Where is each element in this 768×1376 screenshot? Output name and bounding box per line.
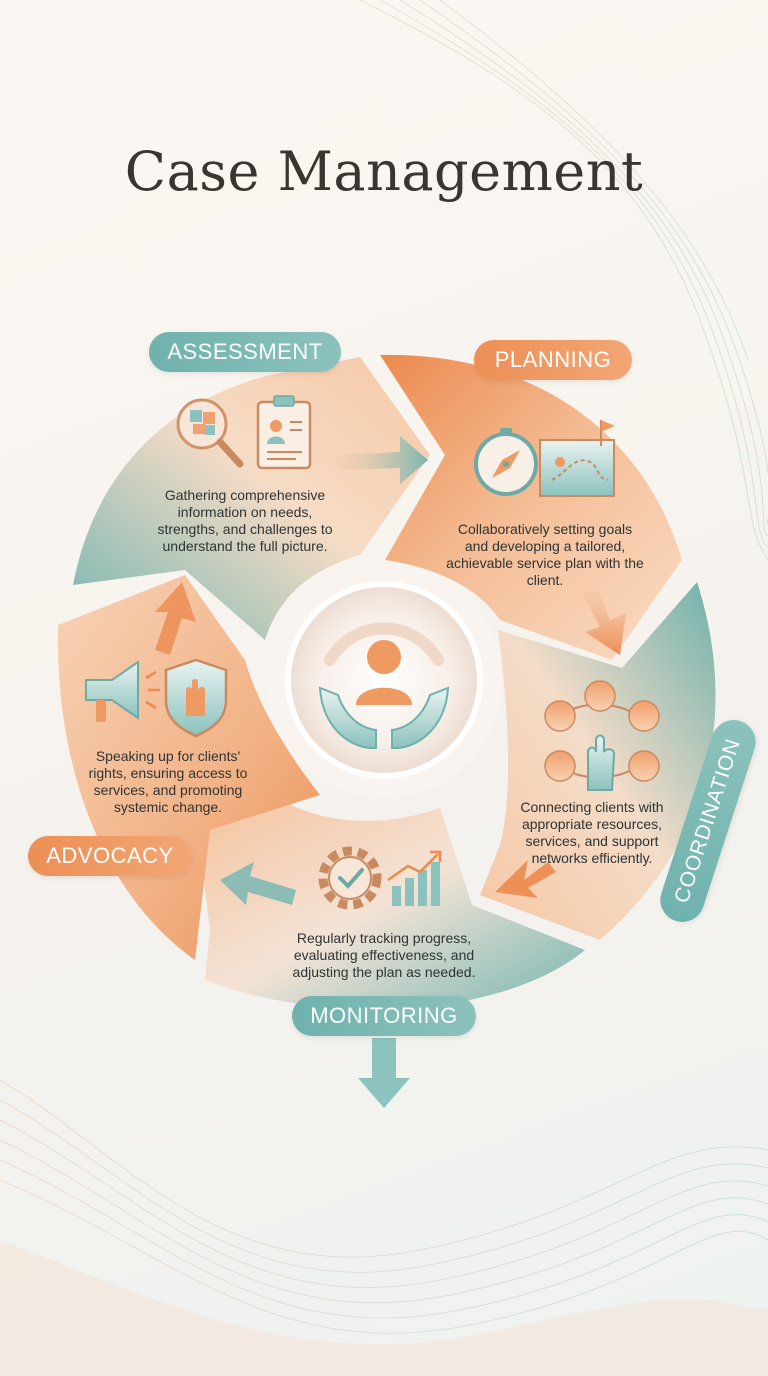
coordination-description: Connecting clients with appropriate reso… (520, 799, 664, 866)
shield-hand-icon (164, 658, 228, 738)
planning-label: PLANNING (474, 340, 632, 380)
compass-icon (474, 428, 538, 496)
clipboard-profile-icon (256, 395, 312, 470)
flow-arrow-advocacy-to-assessment (155, 582, 196, 655)
gear-check-icon (318, 846, 382, 910)
bar-chart-icon (387, 850, 442, 906)
monitoring-segment (198, 790, 585, 1010)
monitoring-label: MONITORING (292, 996, 476, 1036)
flow-arrow-monitoring-to-advocacy (220, 862, 296, 905)
advocacy-description: Speaking up for clients' rights, ensurin… (88, 748, 248, 815)
monitoring-description: Regularly tracking progress, evaluating … (292, 930, 476, 980)
assessment-segment (73, 357, 430, 640)
puzzle-magnifier-icon (176, 398, 244, 468)
flow-arrow-coordination-to-monitoring (495, 860, 556, 898)
page-title: Case Management (124, 140, 644, 203)
megaphone-icon (85, 660, 160, 722)
advocacy-label: ADVOCACY (28, 836, 192, 876)
flow-arrow-down (358, 1038, 410, 1108)
planning-description: Collaboratively setting goals and develo… (446, 521, 644, 588)
assessment-label: ASSESSMENT (149, 332, 341, 372)
assessment-description: Gathering comprehensive information on n… (157, 487, 333, 554)
flow-arrow-planning-to-coordination (578, 578, 626, 655)
network-hand-icon (544, 680, 660, 791)
map-route-icon (539, 420, 615, 497)
planning-segment (380, 354, 682, 660)
flow-arrow-assessment-to-planning (335, 436, 428, 484)
client-care-hands-icon (318, 622, 450, 750)
